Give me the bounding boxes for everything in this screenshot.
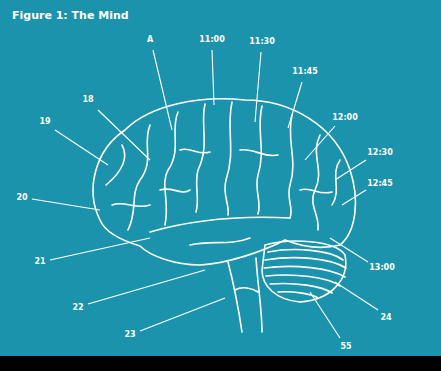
callout-number: 12:00 (332, 114, 357, 123)
callout-number: 24 (380, 314, 391, 323)
callout-number: 23 (124, 331, 135, 340)
callout-number: A (147, 36, 153, 45)
callout-number: 11:45 (292, 68, 317, 77)
callout-number: 20 (16, 194, 27, 203)
callout-number: 22 (72, 304, 83, 313)
callout-number: 21 (34, 258, 45, 267)
leader-lines (32, 50, 378, 338)
callout-number: 12:30 (367, 149, 392, 158)
callout-number: 55 (340, 343, 351, 352)
callout-number: 13:00 (369, 264, 394, 273)
callout-number: 19 (39, 118, 50, 127)
callout-number: 11:00 (199, 36, 224, 45)
callout-number: 18 (82, 96, 93, 105)
figure-title: Figure 1: The Mind (12, 10, 129, 22)
bottom-bar (0, 356, 441, 371)
callout-number: 12:45 (367, 180, 392, 189)
callout-number: 11:30 (249, 38, 274, 47)
